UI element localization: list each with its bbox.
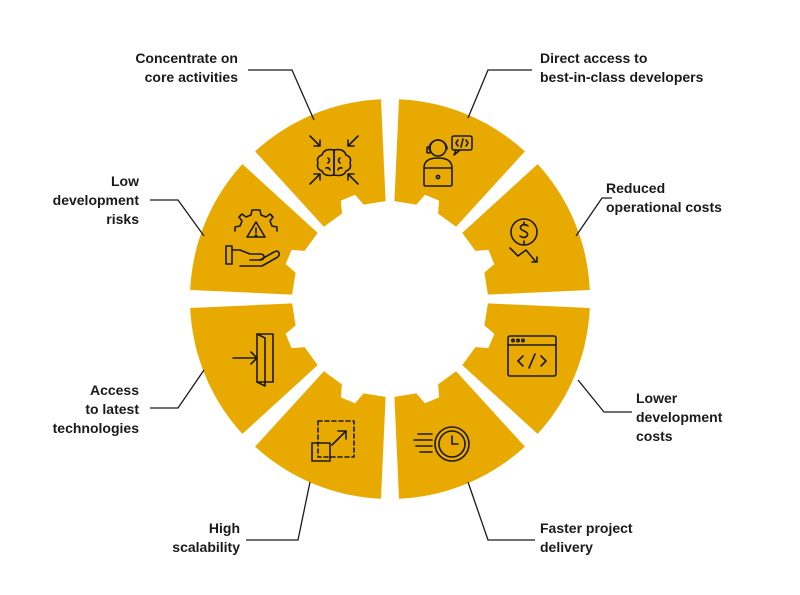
developer-code-icon [423, 135, 473, 187]
label-faster-project-delivery: Faster project delivery [540, 520, 633, 555]
wheel-segment [255, 371, 386, 499]
label-direct-access: Direct access to best-in-class developer… [540, 50, 704, 85]
label-access-latest-technologies: Access to latest technologies [52, 382, 139, 436]
leader-line [467, 481, 535, 541]
wheel-segment [394, 371, 525, 499]
clock-speed-icon [413, 426, 470, 462]
label-lower-development-costs: Lower development costs [636, 390, 723, 444]
brain-focus-icon [309, 135, 359, 185]
wheel-segment [190, 164, 318, 295]
dollar-down-icon [509, 218, 538, 263]
label-low-development-risks: Low development risks [52, 173, 139, 227]
scale-arrow-icon [311, 420, 355, 462]
leader-line [577, 379, 632, 413]
wheel-segment [462, 303, 590, 434]
leader-line [248, 69, 315, 121]
wheel-segment [462, 164, 590, 295]
label-high-scalability: High scalability [172, 520, 240, 555]
leader-line [467, 69, 532, 119]
browser-code-icon [507, 335, 557, 377]
wheel-segment [394, 99, 525, 227]
gear-warning-hand-icon [225, 209, 280, 267]
wheel-segment [255, 99, 386, 227]
label-reduced-operational-costs: Reduced operational costs [606, 180, 722, 215]
leader-line [246, 481, 311, 541]
leader-line [150, 369, 205, 409]
leader-line [575, 197, 612, 237]
leader-line [150, 199, 205, 237]
label-concentrate-core-activities: Concentrate on core activities [135, 50, 238, 85]
door-enter-icon [232, 333, 274, 387]
wheel-segment [190, 303, 318, 434]
